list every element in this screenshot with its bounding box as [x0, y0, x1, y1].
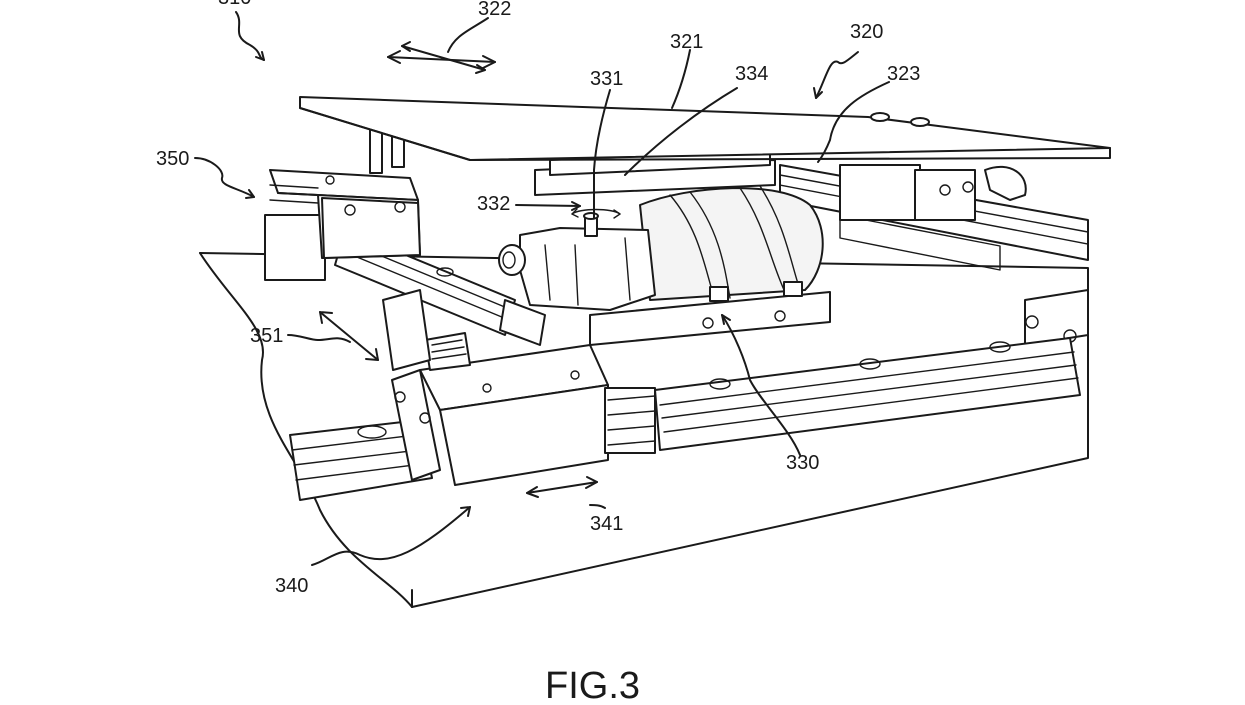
rotation-arrow	[571, 208, 621, 219]
label-323: 323	[887, 63, 920, 85]
front-carriage-block	[391, 332, 656, 486]
label-322: 322	[478, 0, 511, 20]
label-341: 341	[590, 513, 623, 535]
label-340: 340	[275, 575, 308, 597]
label-350: 350	[156, 148, 189, 170]
left-carriage-block	[264, 104, 421, 281]
top-platform-plate	[299, 96, 1111, 161]
right-linear-rail	[779, 164, 1089, 271]
label-320: 320	[850, 21, 883, 43]
figure-caption: FIG.3	[545, 665, 640, 700]
label-334: 334	[735, 63, 768, 85]
label-351: 351	[250, 325, 283, 347]
rotary-actuator	[498, 185, 831, 346]
leader-lines	[194, 11, 890, 566]
label-corner: 310	[218, 0, 251, 9]
right-front-rail-end	[1024, 289, 1089, 346]
reference-labels: 310 322 321 320 331 334 323 350 332 351 …	[156, 0, 920, 597]
motion-arrows	[319, 41, 598, 498]
label-330: 330	[786, 452, 819, 474]
label-331: 331	[590, 68, 623, 90]
label-321: 321	[670, 31, 703, 53]
front-linear-rail	[289, 337, 1081, 501]
label-332: 332	[477, 193, 510, 215]
